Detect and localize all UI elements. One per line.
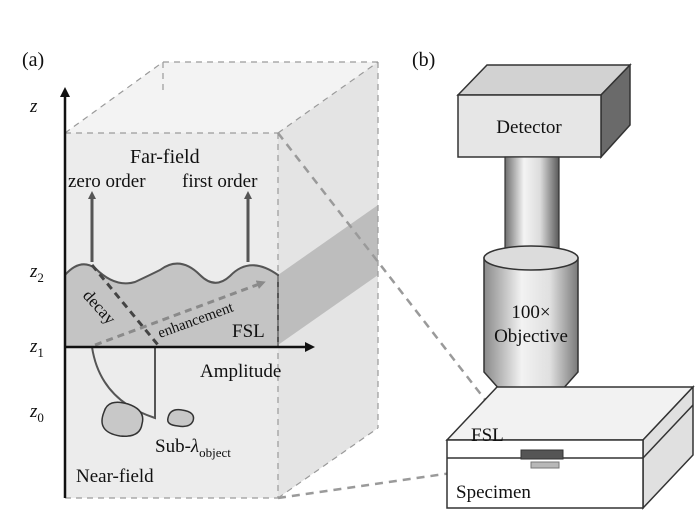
panel-b-label: (b) <box>412 49 435 71</box>
fsl-region <box>520 449 564 460</box>
enhancement-arrow <box>94 280 266 347</box>
decay-line <box>90 264 160 346</box>
box-edges <box>64 61 379 499</box>
fsl-layer-label: FSL <box>232 321 265 342</box>
specimen-label: Specimen <box>456 482 531 503</box>
panel-a: (a) z z2 z1 z0 Far-field zero order firs… <box>22 49 379 499</box>
z2-label: z2 <box>29 261 44 285</box>
far-field-label: Far-field <box>130 146 200 168</box>
detector-box <box>456 63 632 159</box>
z1-label: z1 <box>29 336 44 360</box>
specimen-region <box>530 461 560 469</box>
z0-label: z0 <box>29 401 44 425</box>
microscope-tube <box>504 156 560 258</box>
near-field-label: Near-field <box>76 466 154 487</box>
objective-mag-label: 100× <box>511 302 550 323</box>
fsl-slab-label: FSL <box>471 425 504 446</box>
amplitude-label: Amplitude <box>200 361 281 382</box>
z-axis-label: z <box>29 96 38 117</box>
sub-lambda-object-1 <box>101 401 144 437</box>
first-order-label: first order <box>182 171 258 192</box>
sub-lambda-label: Sub-λobject <box>155 436 231 460</box>
objective-label: Objective <box>494 326 568 347</box>
specimen-slab <box>445 385 695 510</box>
fsl-side-layer <box>278 205 378 345</box>
detector-label: Detector <box>496 117 562 138</box>
panel-a-label: (a) <box>22 49 44 71</box>
panel-b: (b) Detector 100× Objective FSL S <box>412 49 695 510</box>
sub-lambda-object-2 <box>166 408 195 428</box>
zero-order-label: zero order <box>68 171 146 192</box>
box-top-face <box>65 62 378 133</box>
near-field-curve <box>91 346 156 420</box>
